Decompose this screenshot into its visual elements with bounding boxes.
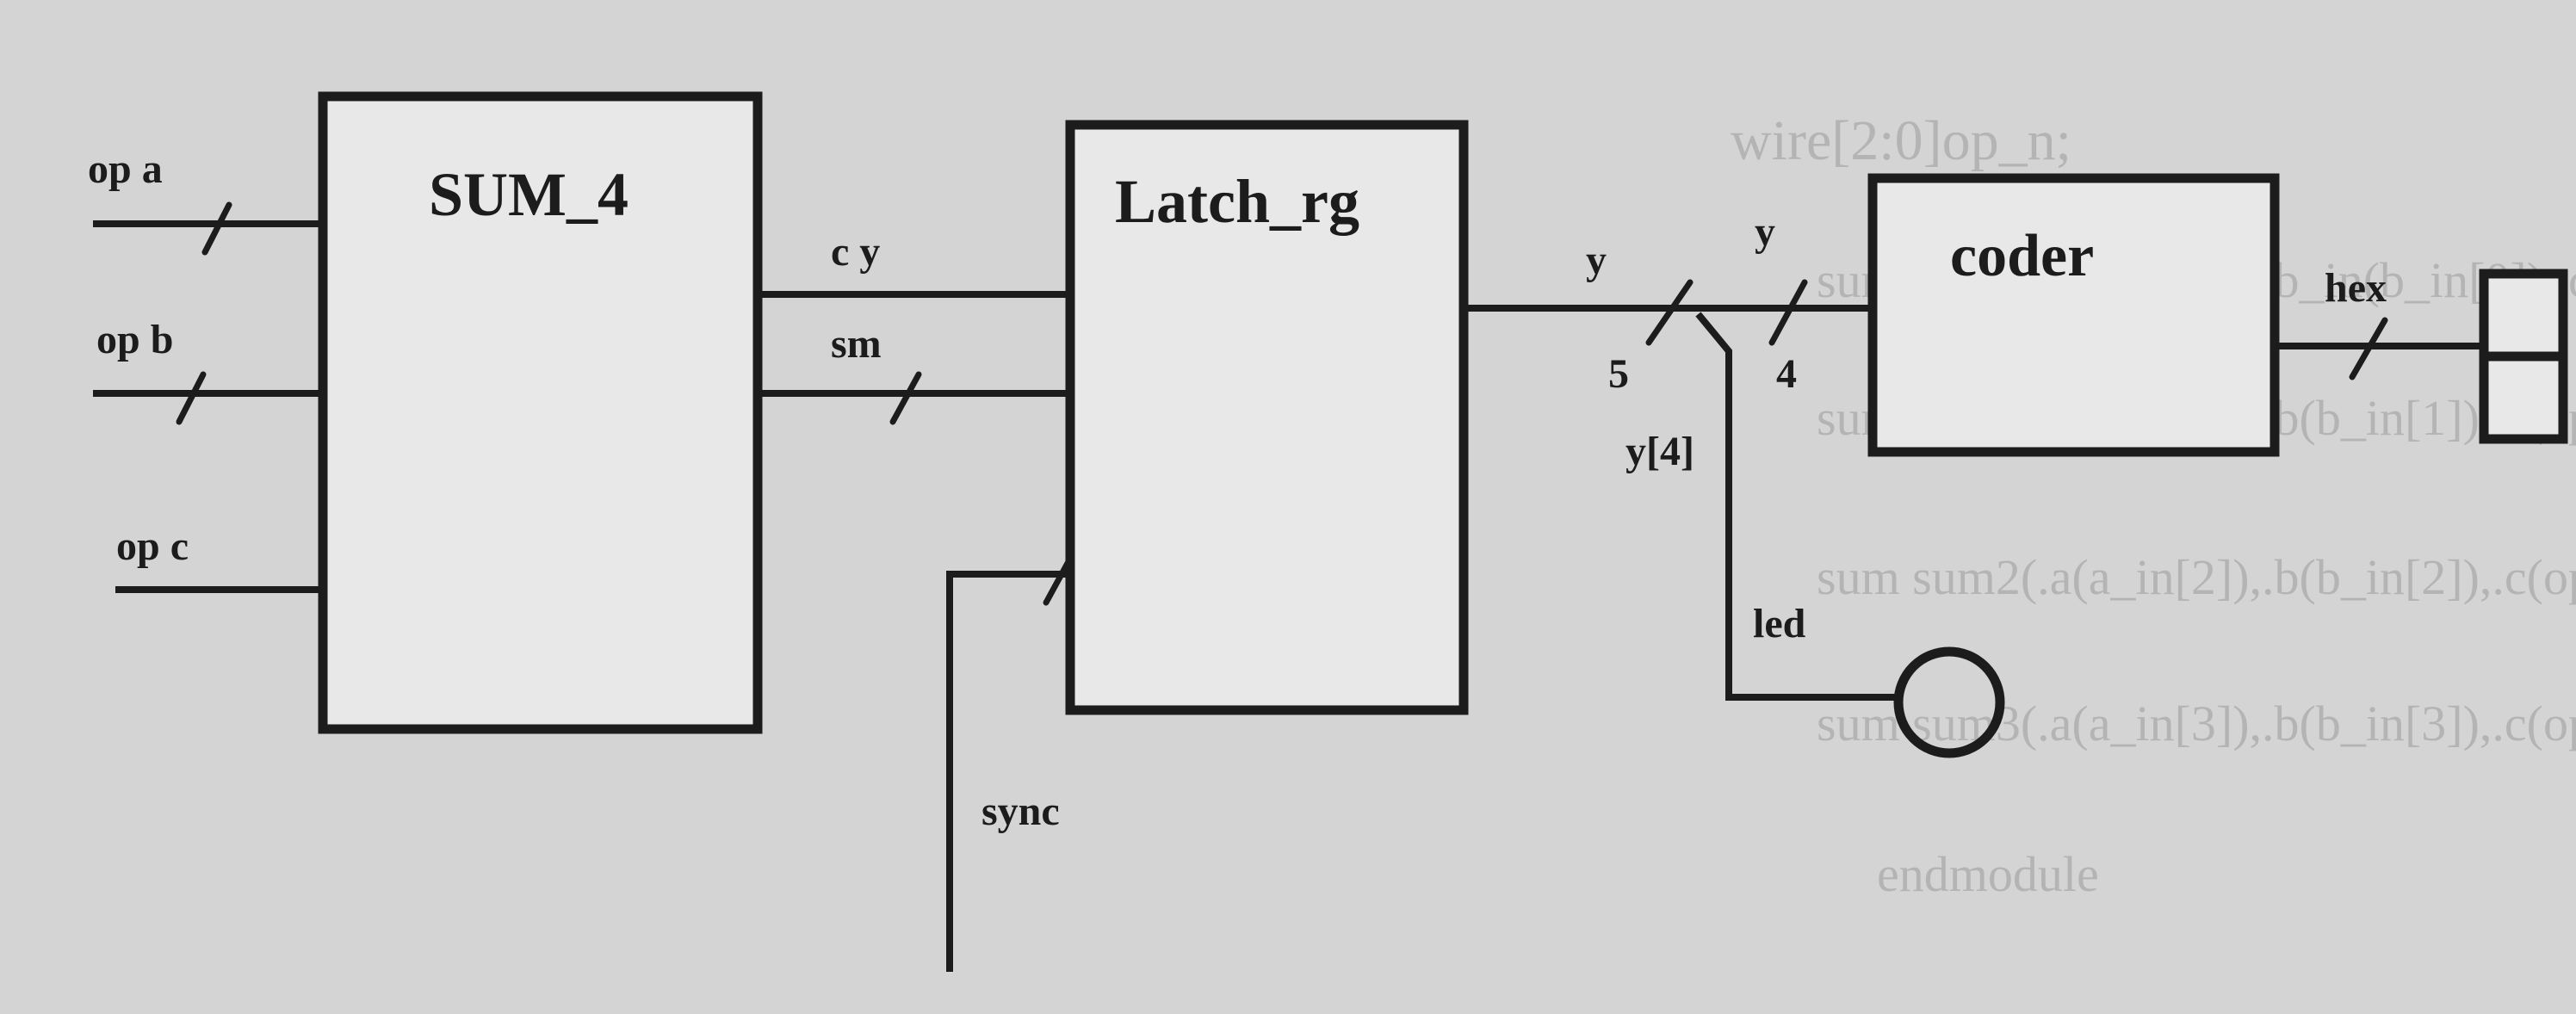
hex-bus-tick [2349,317,2388,380]
y4-label: y[4] [1625,429,1694,474]
latch-block-label: Latch_rg [1115,167,1359,236]
y4-led-wire [1695,312,1901,701]
background-code-line: sum sum3(.a(a_in[3]),.b(b_in[3]),.c(op_n… [1817,696,2576,751]
c-y-label: c y [831,229,880,275]
sum-block-label: SUM_4 [429,160,629,229]
background-code-line: sum sum2(.a(a_in[2]),.b(b_in[2]),.c(op_n… [1817,549,2576,605]
sync-bus-tick [1043,552,1075,606]
sm-bus-tick [889,371,922,425]
op-a-label: op a [88,146,163,192]
coder-block [1867,173,2280,457]
sum-block [318,91,763,734]
sync-wire [946,571,1074,972]
bus-width-4: 4 [1776,351,1797,397]
op-a-bus-tick [201,201,232,256]
op-b-bus-tick [176,371,207,425]
led-label: led [1753,601,1806,646]
op-c-label: op c [116,523,189,569]
background-code-line: endmodule [1877,846,2099,902]
seven-segment-display [2479,269,2568,444]
background-code-line: wire[2:0]op_n; [1731,109,2071,172]
bus-width-5: 5 [1608,351,1629,397]
y5-bus-tick [1645,279,1694,346]
led-indicator [1893,646,2005,758]
coder-block-label: coder [1950,223,2094,289]
background-code: wire[2:0]op_n; sum sum0(.a_in(a[0]),.b_i… [1731,109,2576,902]
y4-bus-tick [1768,279,1808,346]
latch-block [1065,120,1469,715]
y-label-1: y [1586,238,1607,283]
sm-label: sm [831,321,882,367]
op-b-label: op b [96,317,173,362]
hex-label: hex [2325,265,2387,311]
sync-label: sync [981,788,1060,834]
y-label-2: y [1755,209,1775,255]
